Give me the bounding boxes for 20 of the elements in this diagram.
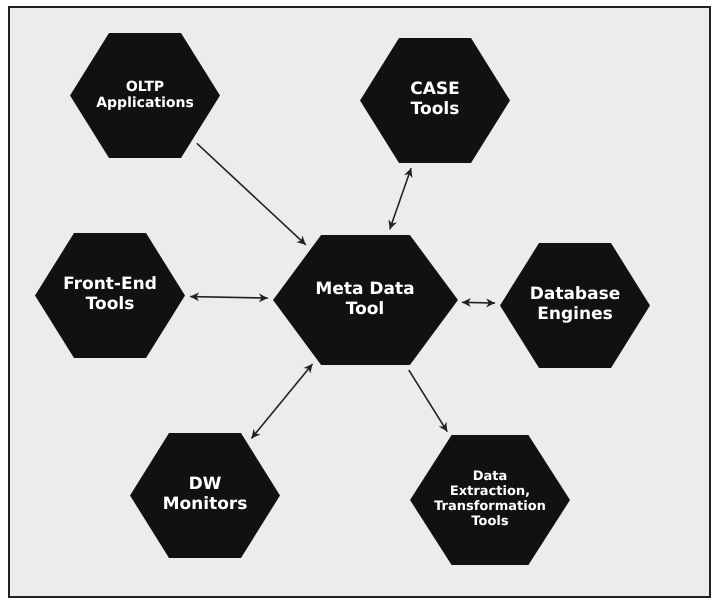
hexagon-node (130, 432, 280, 558)
arrow (196, 142, 306, 246)
node-label: Data Extraction, Transformation Tools (434, 470, 546, 530)
hexagon-node (272, 235, 458, 365)
hexagon-node (500, 242, 650, 368)
node-label: Meta Data Tool (314, 280, 416, 320)
arrow (250, 363, 314, 439)
node-label: CASE Tools (409, 80, 461, 120)
node-label: DW Monitors (162, 475, 248, 515)
arrow (190, 292, 268, 302)
arrow (388, 168, 412, 230)
node-label: OLTP Applications (96, 78, 194, 112)
node-label: Database Engines (528, 285, 622, 325)
hexagon-node (70, 32, 220, 158)
arrow (462, 298, 496, 308)
node-label: Front-End Tools (62, 275, 158, 315)
hexagon-node (360, 38, 510, 162)
hexagon-node (410, 435, 570, 565)
arrow (408, 370, 448, 432)
hexagon-node (35, 232, 185, 358)
